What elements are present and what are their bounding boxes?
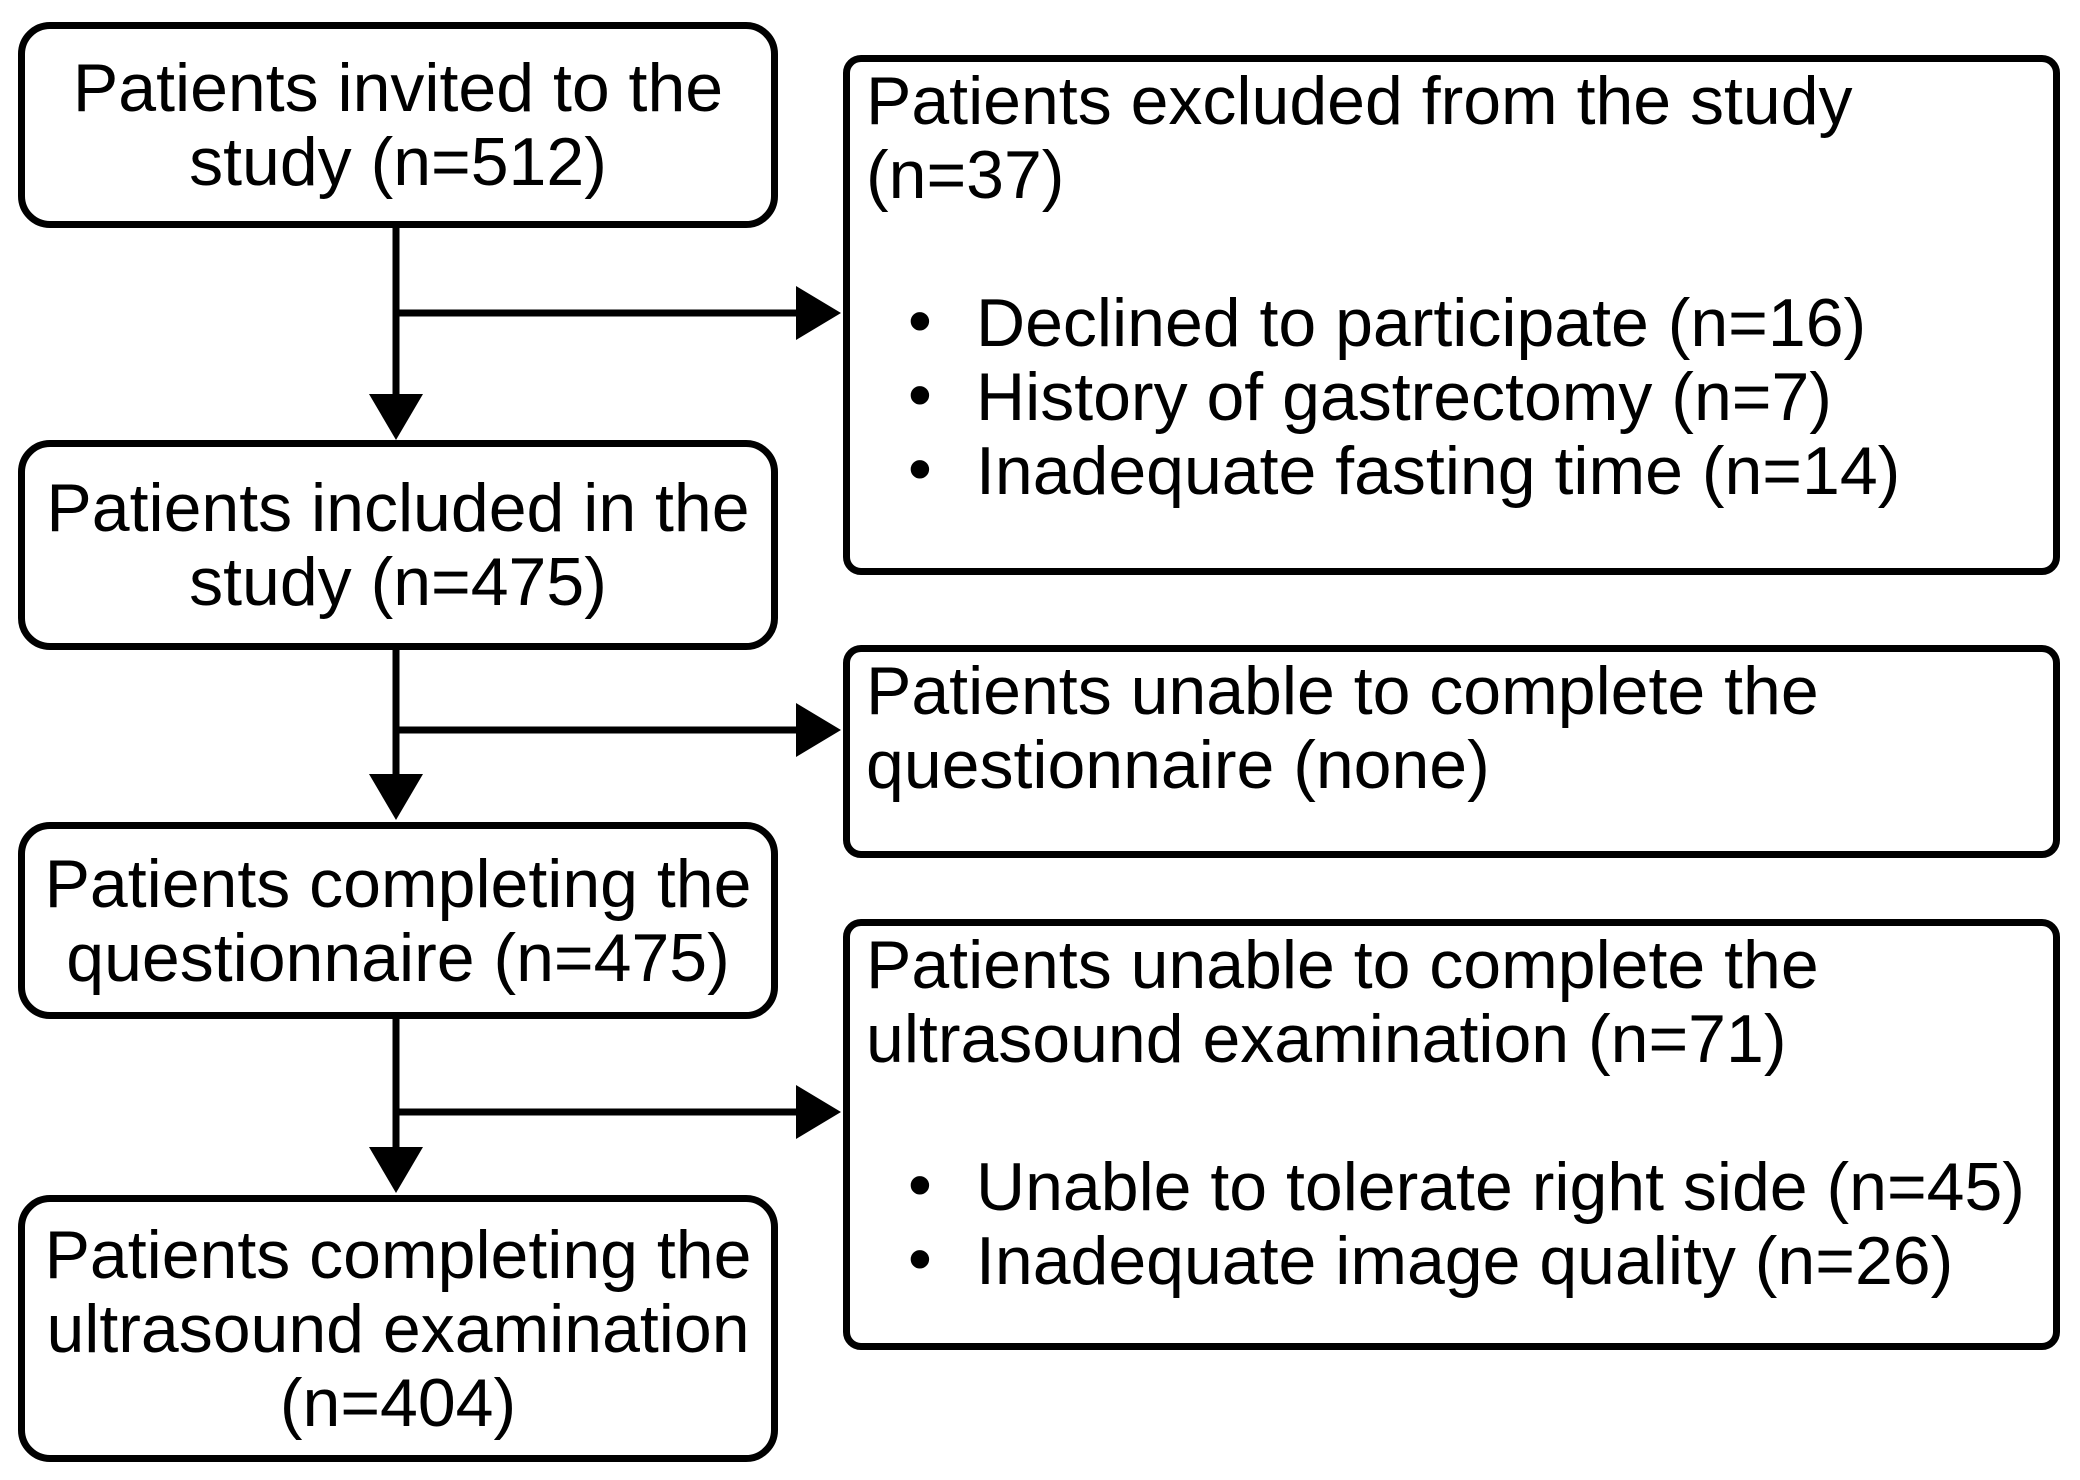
bullet-item: Unable to tolerate right side (n=45)	[866, 1148, 2037, 1224]
bullet-item: Inadequate fasting time (n=14)	[866, 432, 2037, 508]
side-box-excluded-title-line-2: (n=37)	[866, 137, 1065, 213]
flow-box-ultrasound-line-1: Patients completing the	[44, 1216, 752, 1293]
arrow-right-excluded-head	[796, 286, 841, 340]
flow-box-included-line-1: Patients included in the	[46, 470, 750, 546]
flow-box-questionnaire-line-2: questionnaire (n=475)	[66, 919, 730, 996]
side-box-excluded-bullet-list: Declined to participate (n=16) History o…	[866, 284, 2037, 508]
flow-box-questionnaire-completed: Patients completing the questionnaire (n…	[18, 822, 778, 1019]
flow-box-ultrasound-completed: Patients completing the ultrasound exami…	[18, 1195, 778, 1462]
flow-box-invited-line-1: Patients invited to the	[72, 50, 724, 126]
side-box-excluded: Patients excluded from the study (n=37) …	[843, 55, 2060, 575]
bullet-item: History of gastrectomy (n=7)	[866, 358, 2037, 434]
flow-box-questionnaire-line-1: Patients completing the	[44, 845, 752, 922]
side-box-excluded-title-line-1: Patients excluded from the study	[866, 63, 1853, 139]
side-box-no-ultrasound-title-line-2: ultrasound examination (n=71)	[866, 1001, 1787, 1077]
side-box-no-ultrasound-bullet-list: Unable to tolerate right side (n=45) Ina…	[866, 1148, 2037, 1298]
arrow-down-included-head	[369, 774, 423, 820]
arrow-right-no-questionnaire-head	[796, 703, 841, 757]
flow-box-invited-line-2: study (n=512)	[189, 124, 607, 200]
bullet-item: Declined to participate (n=16)	[866, 284, 2037, 360]
flow-box-ultrasound-line-2: ultrasound examination	[46, 1290, 750, 1367]
side-box-no-questionnaire-title: Patients unable to complete the question…	[866, 654, 2037, 802]
arrow-down-questionnaire-head	[369, 1147, 423, 1193]
side-box-no-questionnaire-title-line-1: Patients unable to complete the	[866, 653, 1819, 729]
side-box-no-questionnaire-title-line-2: questionnaire (none)	[866, 727, 1490, 803]
flow-box-included: Patients included in the study (n=475)	[18, 440, 778, 650]
flow-box-included-line-2: study (n=475)	[189, 544, 607, 620]
side-box-no-ultrasound-title: Patients unable to complete the ultrasou…	[866, 928, 2037, 1076]
arrow-right-no-ultrasound-head	[796, 1085, 841, 1139]
side-box-excluded-title: Patients excluded from the study (n=37)	[866, 64, 2037, 212]
side-box-questionnaire-not-completed: Patients unable to complete the question…	[843, 645, 2060, 858]
side-box-ultrasound-not-completed: Patients unable to complete the ultrasou…	[843, 919, 2060, 1350]
flow-box-invited: Patients invited to the study (n=512)	[18, 22, 778, 228]
arrow-down-invited-head	[369, 394, 423, 440]
side-box-no-ultrasound-title-line-1: Patients unable to complete the	[866, 927, 1819, 1003]
flow-box-ultrasound-line-3: (n=404)	[279, 1364, 517, 1441]
bullet-item: Inadequate image quality (n=26)	[866, 1222, 2037, 1298]
